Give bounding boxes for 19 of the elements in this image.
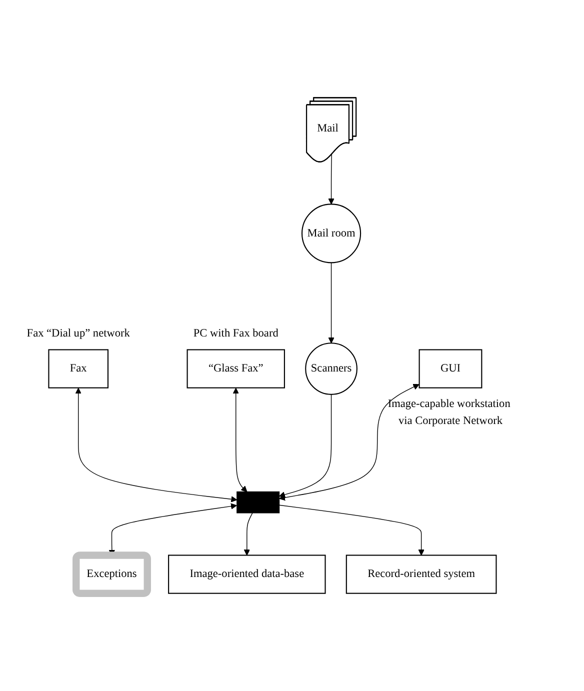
arrow bbox=[75, 388, 238, 502]
node-circle: Mail room bbox=[301, 204, 362, 264]
arrow bbox=[328, 154, 334, 204]
node-label: PC with Fax board bbox=[193, 327, 278, 340]
arrow bbox=[232, 388, 248, 492]
arrow bbox=[278, 384, 420, 501]
arrow bbox=[278, 394, 332, 498]
node-box: GUI bbox=[418, 349, 482, 388]
node-label: Fax “Dial up” network bbox=[26, 327, 130, 340]
arrow bbox=[328, 262, 334, 344]
node-circle: Scanners bbox=[305, 342, 358, 395]
node-box: Record-oriented system bbox=[346, 554, 497, 594]
node-label: Image-capable workstation via Corporate Network bbox=[388, 398, 510, 427]
arrow bbox=[244, 512, 253, 556]
node-box: Image-oriented data-base bbox=[168, 554, 326, 594]
node-box: Fax bbox=[48, 349, 108, 388]
arrow bbox=[278, 504, 424, 556]
node-box bbox=[236, 491, 280, 514]
node-box: “Glass Fax” bbox=[186, 349, 285, 388]
